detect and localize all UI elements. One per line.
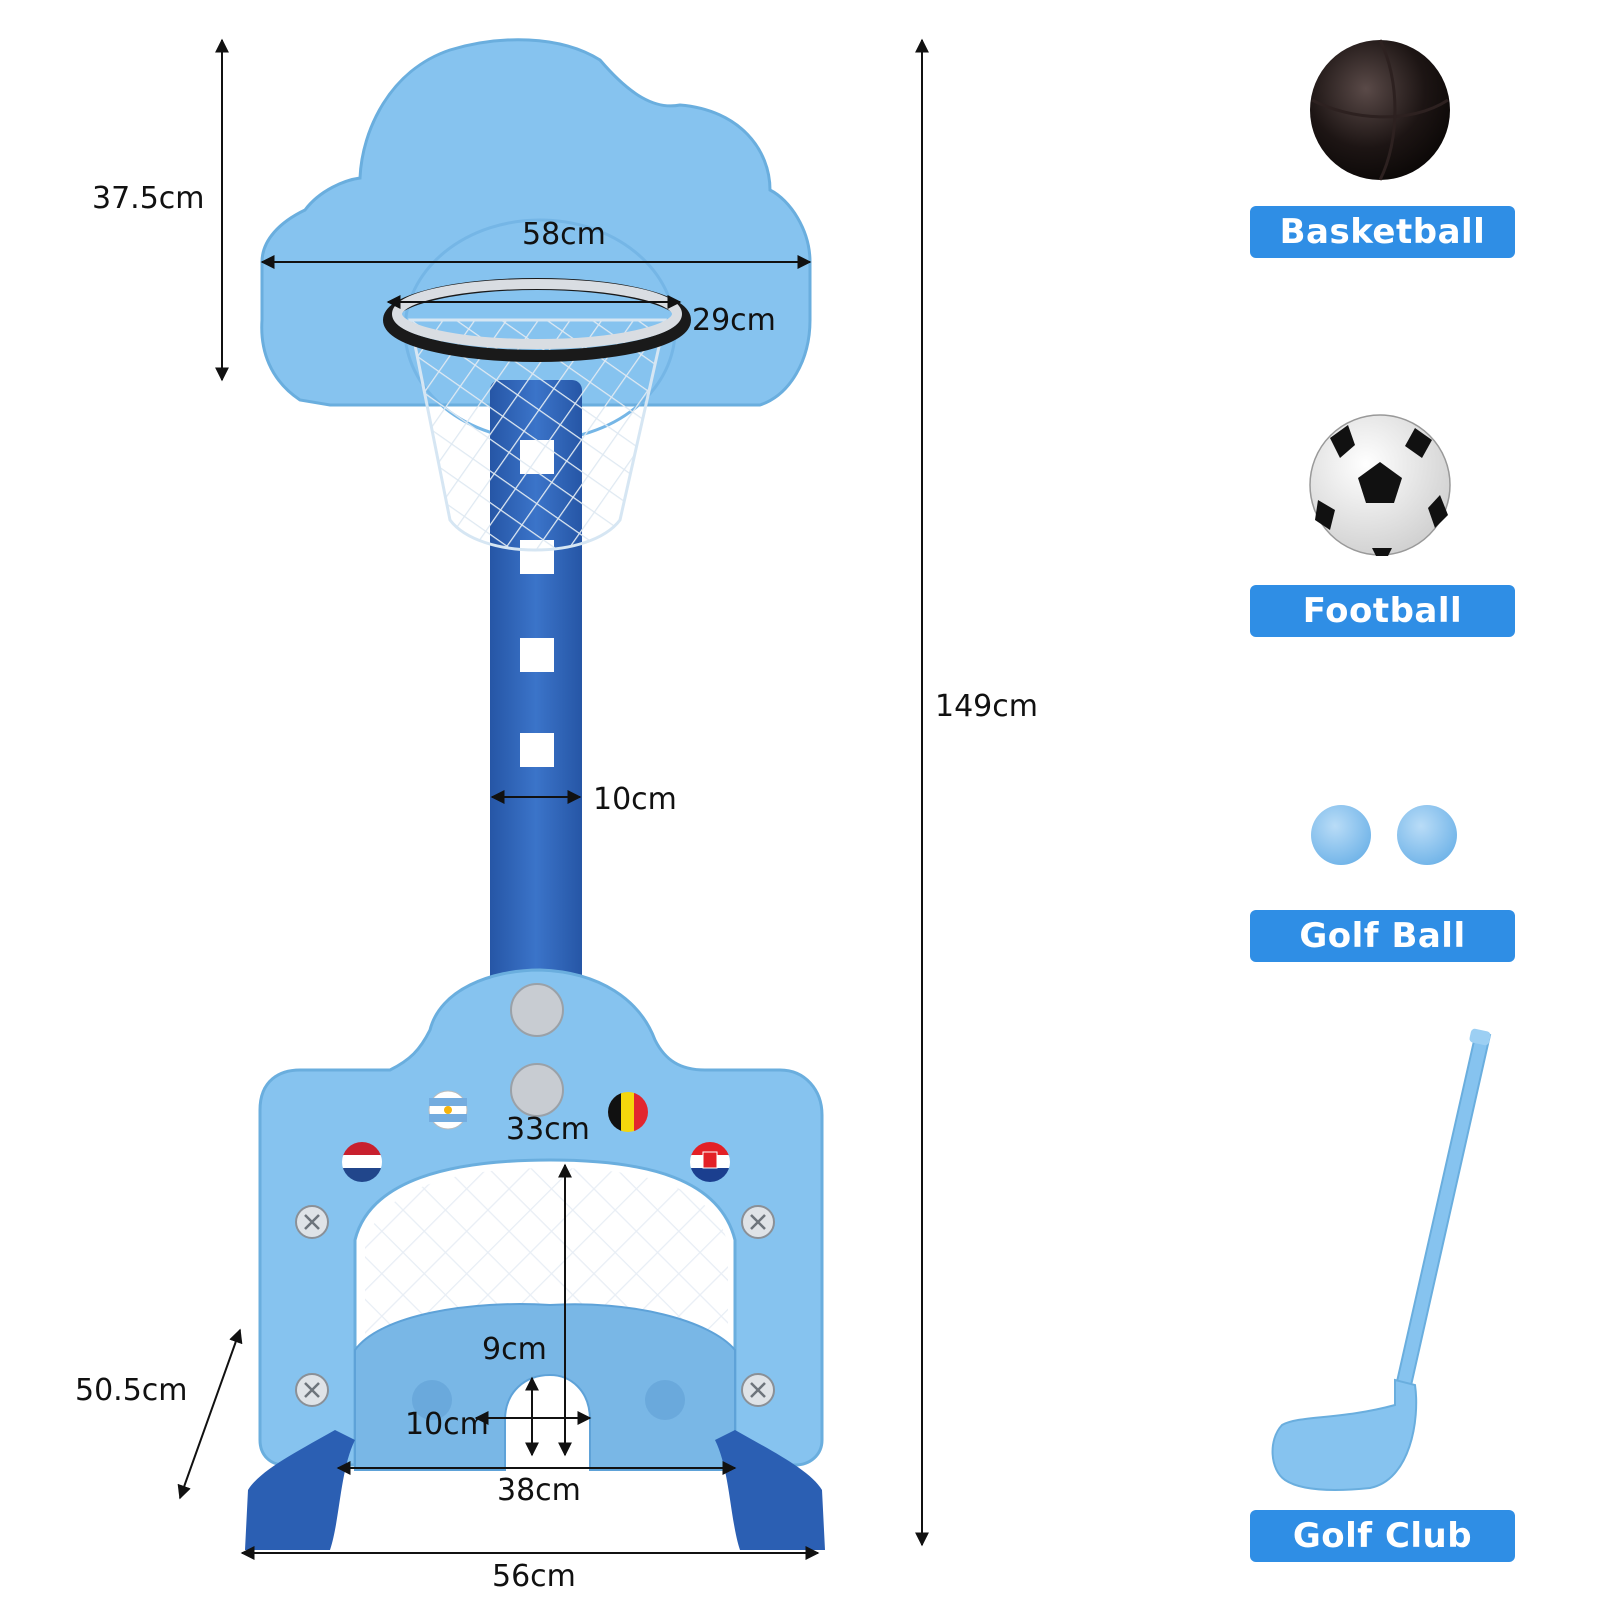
backboard-width-label: 58cm [522, 217, 606, 252]
base-width-label: 56cm [492, 1559, 576, 1594]
flag-netherlands-icon [342, 1142, 382, 1182]
flag-croatia-icon [690, 1142, 730, 1182]
hoop [383, 278, 691, 362]
dimension-lines [177, 38, 929, 1560]
basketball-badge: Basketball [1250, 206, 1515, 258]
golf-club-icon [1271, 1028, 1492, 1491]
golf-ball-badge: Golf Ball [1250, 910, 1515, 962]
base-arch-height-label: 9cm [482, 1332, 547, 1367]
football-icon [1309, 414, 1451, 556]
total-height-label: 149cm [935, 689, 1038, 724]
goal-frame [258, 968, 824, 1471]
pole-width-label: 10cm [593, 782, 677, 817]
football-badge: Football [1250, 585, 1515, 637]
hoop-diameter-label: 29cm [692, 303, 776, 338]
base-feet [245, 1430, 825, 1550]
basketball-icon [1310, 39, 1450, 181]
goal-height-label: 33cm [506, 1112, 590, 1147]
backboard-height-label: 37.5cm [92, 181, 205, 216]
pole-slot [520, 638, 554, 672]
golf-club-badge: Golf Club [1250, 1510, 1515, 1562]
goal-width-label: 38cm [497, 1473, 581, 1508]
goal-depth-label: 50.5cm [75, 1373, 188, 1408]
hoop-net [408, 318, 667, 552]
golf-ball-icon [1311, 805, 1457, 865]
knob [510, 1063, 564, 1117]
flag-argentina-icon [428, 1090, 468, 1130]
base-gap-label: 10cm [405, 1407, 489, 1442]
flag-belgium-icon [608, 1092, 648, 1132]
pole-slot [520, 733, 554, 767]
knob [510, 983, 564, 1037]
